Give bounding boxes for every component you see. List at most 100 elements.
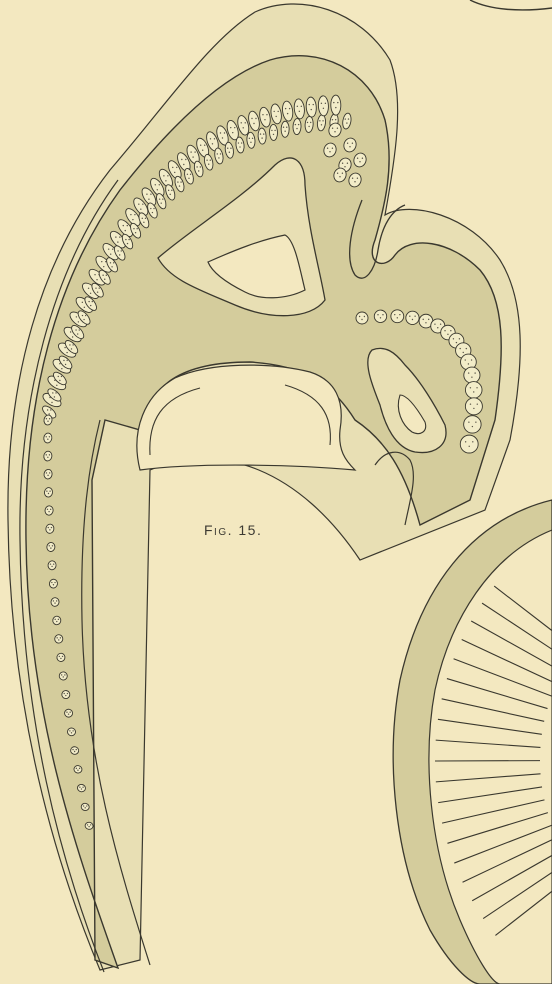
stipple-dot (251, 118, 252, 119)
stipple-dot (76, 749, 77, 750)
stipple-dot (153, 208, 154, 209)
stipple-dot (65, 695, 66, 696)
stipple-dot (332, 148, 333, 149)
stipple-dot (88, 301, 89, 302)
stipple-dot (339, 176, 340, 177)
stipple-dot (56, 600, 57, 601)
stipple-dot (345, 118, 346, 119)
stipple-dot (55, 392, 56, 393)
stipple-dot (148, 199, 149, 200)
stipple-dot (423, 319, 424, 320)
stipple-dot (64, 693, 65, 694)
cell (269, 124, 277, 140)
cell (465, 382, 482, 399)
stipple-dot (301, 106, 302, 107)
stipple-dot (232, 132, 233, 133)
stipple-dot (459, 338, 460, 339)
stipple-dot (95, 287, 96, 288)
stipple-dot (224, 132, 225, 133)
stipple-dot (295, 124, 296, 125)
stipple-dot (47, 439, 48, 440)
stipple-dot (252, 138, 253, 139)
stipple-dot (264, 119, 265, 120)
stipple-dot (50, 409, 51, 410)
stipple-dot (332, 119, 333, 120)
stipple-dot (72, 336, 73, 337)
stipple-dot (155, 184, 156, 185)
stipple-dot (171, 190, 172, 191)
stipple-dot (77, 770, 78, 771)
stipple-dot (465, 441, 466, 442)
stipple-dot (229, 152, 230, 153)
stipple-dot (85, 315, 86, 316)
stipple-dot (334, 131, 335, 132)
stipple-dot (243, 127, 244, 128)
cell (460, 435, 478, 453)
stipple-dot (344, 166, 345, 167)
stipple-dot (289, 108, 290, 109)
stipple-dot (63, 676, 64, 677)
stipple-dot (53, 563, 54, 564)
cell (374, 310, 386, 322)
stipple-dot (473, 408, 474, 409)
stipple-dot (234, 127, 235, 128)
stipple-dot (434, 324, 435, 325)
stipple-dot (130, 214, 131, 215)
stipple-dot (262, 114, 263, 115)
stipple-dot (188, 178, 189, 179)
stipple-dot (273, 134, 274, 135)
stipple-dot (68, 713, 69, 714)
stipple-dot (245, 122, 246, 123)
stipple-dot (468, 372, 469, 373)
stipple-dot (49, 490, 50, 491)
stipple-dot (110, 253, 111, 254)
stipple-dot (51, 566, 52, 567)
stipple-dot (132, 219, 133, 220)
stipple-dot (47, 475, 48, 476)
stipple-dot (238, 142, 239, 143)
stipple-dot (125, 230, 126, 231)
stipple-dot (83, 319, 84, 320)
stipple-dot (142, 203, 143, 204)
stipple-dot (56, 637, 57, 638)
stipple-dot (50, 547, 51, 548)
stipple-dot (106, 275, 107, 276)
stipple-dot (333, 102, 334, 103)
stipple-dot (49, 545, 50, 546)
stipple-dot (92, 301, 93, 302)
stipple-dot (111, 266, 112, 267)
stipple-dot (459, 348, 460, 349)
stipple-dot (349, 146, 350, 147)
stipple-dot (159, 198, 160, 199)
stipple-dot (88, 826, 89, 827)
stipple-dot (82, 302, 83, 303)
stipple-dot (359, 316, 360, 317)
stipple-dot (49, 436, 50, 437)
stipple-dot (308, 126, 309, 127)
stipple-dot (84, 307, 85, 308)
stipple-dot (119, 236, 120, 237)
stipple-dot (72, 730, 73, 731)
stipple-dot (159, 184, 160, 185)
cell (356, 312, 368, 324)
stipple-dot (208, 164, 209, 165)
stipple-dot (472, 441, 473, 442)
stipple-dot (362, 158, 363, 159)
stipple-dot (88, 288, 89, 289)
stipple-dot (162, 198, 163, 199)
stipple-dot (56, 621, 57, 622)
stipple-dot (77, 333, 78, 334)
stipple-dot (66, 712, 67, 713)
stipple-dot (61, 368, 62, 369)
stipple-dot (54, 602, 55, 603)
stipple-dot (90, 824, 91, 825)
stipple-dot (125, 239, 126, 240)
stipple-dot (46, 454, 47, 455)
stipple-dot (322, 120, 323, 121)
stipple-dot (50, 563, 51, 564)
stipple-dot (47, 457, 48, 458)
stipple-dot (66, 352, 67, 353)
stipple-dot (476, 387, 477, 388)
stipple-dot (274, 130, 275, 131)
